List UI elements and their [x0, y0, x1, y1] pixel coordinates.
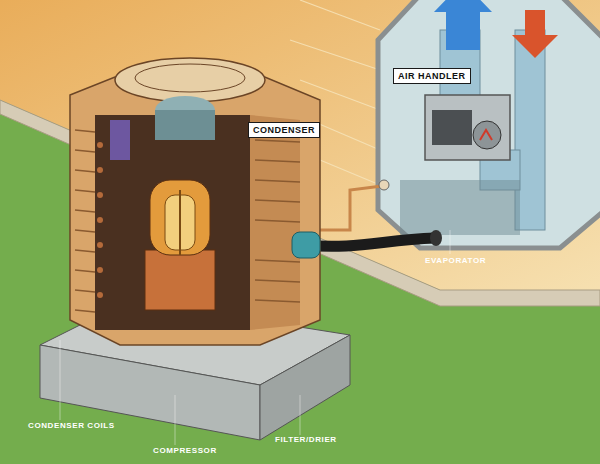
- label-box: CONDENSER: [248, 122, 320, 138]
- warm-air-arrow: [512, 10, 558, 58]
- condenser-unit: [70, 58, 320, 345]
- wall-fitting: [379, 180, 389, 190]
- leader-line: [60, 230, 450, 445]
- air-handler-unit: [425, 95, 510, 160]
- cutaway-window: [378, 0, 600, 248]
- compressor: [145, 180, 215, 310]
- part-label: COMPRESSOR: [153, 446, 217, 455]
- filter-drier: [292, 232, 320, 258]
- part-label: CONDENSER COILS: [28, 421, 115, 430]
- part-label: EVAPORATOR: [425, 256, 486, 265]
- part-label: FILTER/DRIER: [275, 435, 337, 444]
- label-box: AIR HANDLER: [393, 68, 471, 84]
- ductwork: [400, 30, 545, 235]
- wall-penetration: [430, 230, 442, 246]
- part-name: CONDENSER: [253, 125, 315, 135]
- cool-air-arrow: [434, 0, 492, 50]
- part-name: AIR HANDLER: [398, 71, 466, 81]
